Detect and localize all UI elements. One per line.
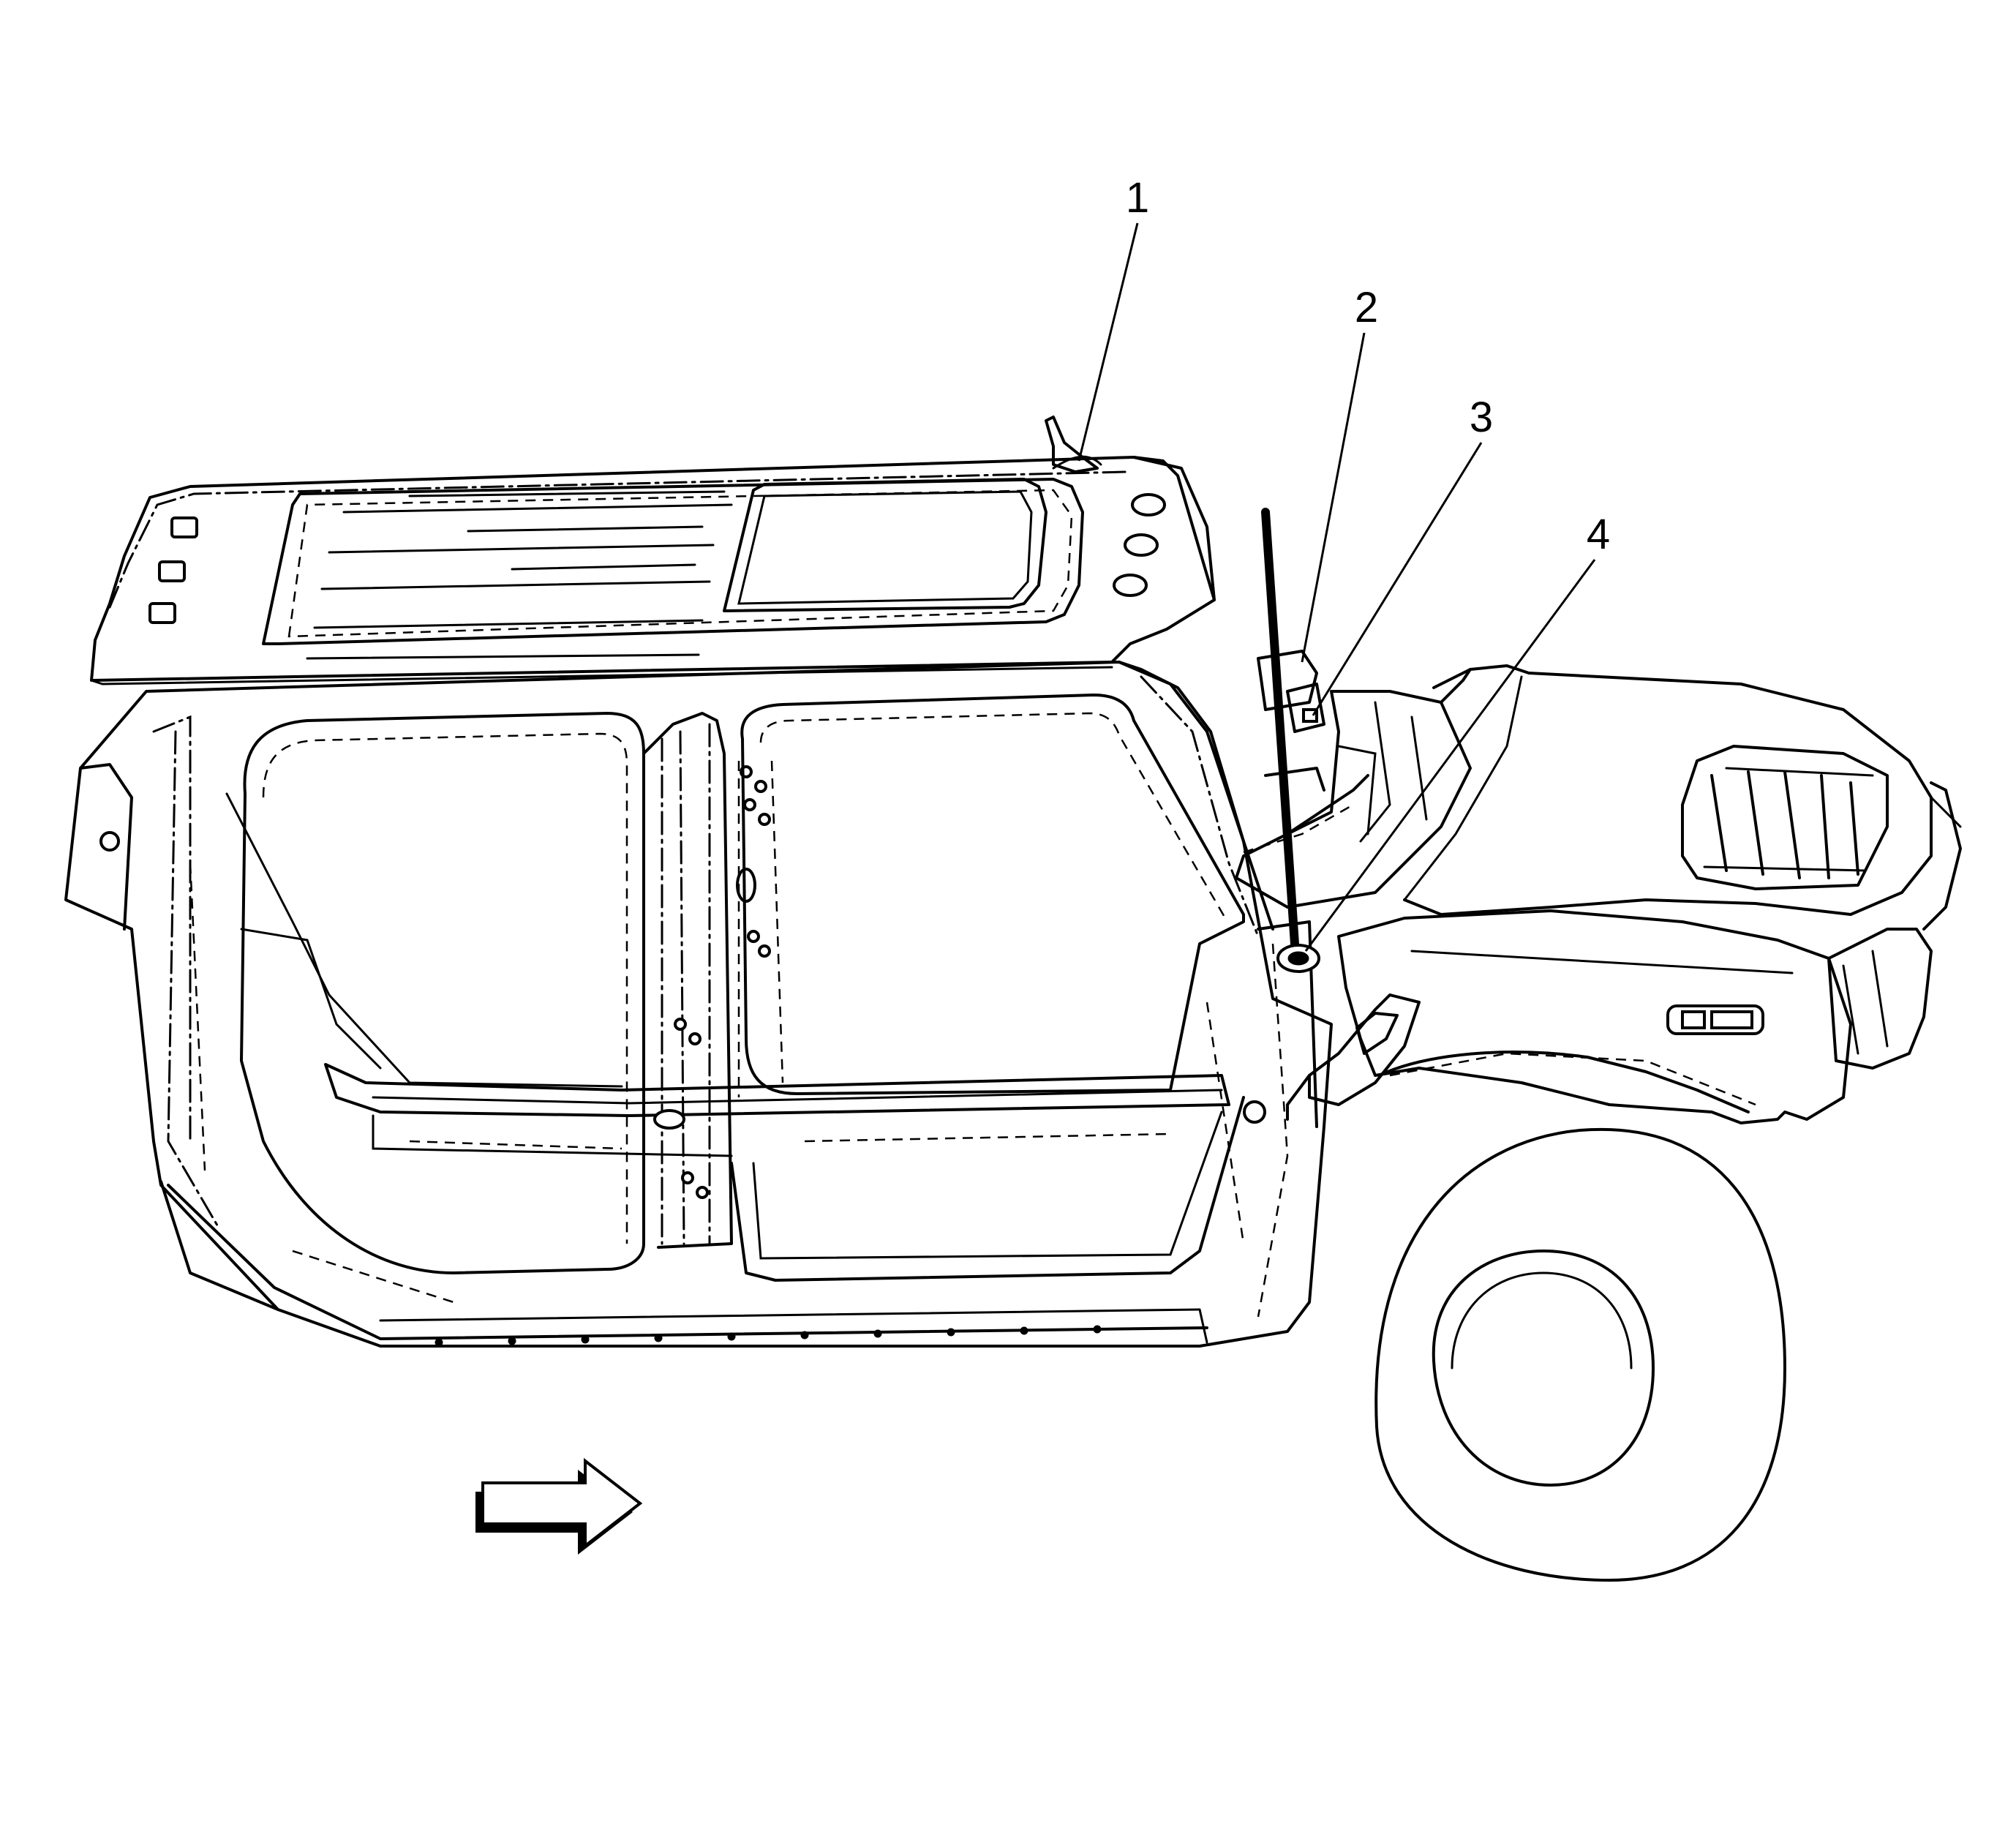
callouts: 1 2 3 4 (1077, 174, 1610, 952)
b-pillar-holes (653, 765, 771, 1199)
callout-4-label: 4 (1587, 511, 1610, 558)
callout-2-leader (1301, 332, 1366, 663)
roof-ribs (306, 490, 733, 660)
roof-mount-pads-right (1113, 493, 1166, 597)
callout-4-leader (1304, 559, 1596, 952)
hood-vent-slats (1710, 770, 1859, 879)
body-side-frame (64, 661, 1333, 1348)
roof-panel (90, 456, 1216, 685)
front-fender-hood (1235, 664, 1962, 1124)
front-wheel (1374, 1127, 1786, 1582)
callout-2-label: 2 (1355, 284, 1378, 331)
fender-antenna (1257, 508, 1325, 973)
roof-mount-pads-left (148, 516, 198, 624)
callout-3-leader (1312, 442, 1483, 716)
rocker-fasteners (435, 1325, 1102, 1347)
callout-1-leader (1077, 222, 1139, 462)
callout-3-label: 3 (1470, 394, 1493, 441)
callout-1-label: 1 (1126, 174, 1149, 222)
roof-antenna (1045, 416, 1102, 473)
body-detail-marks (189, 760, 1245, 1304)
forward-arrow-icon (475, 1457, 643, 1555)
